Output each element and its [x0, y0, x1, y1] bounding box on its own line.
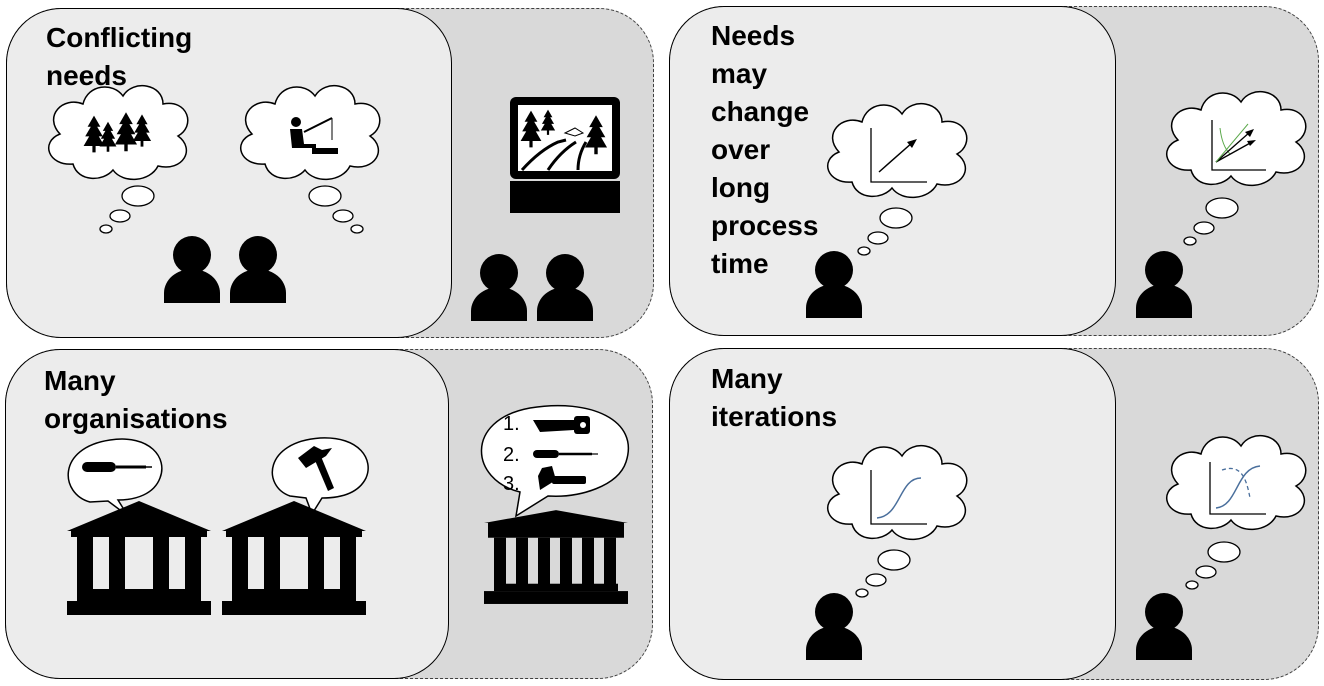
tool-list-number-2: 2. — [503, 444, 520, 466]
speech-bubble-tool-list — [480, 404, 629, 518]
organisation-building-icon — [484, 510, 628, 604]
thought-cloud-diverging-trends — [1165, 90, 1307, 187]
thought-cloud-s-curve — [826, 444, 968, 541]
thought-cloud-fishing — [239, 84, 381, 181]
panel-title: Many organisations — [44, 365, 228, 434]
panel-title: Many iterations — [711, 363, 838, 432]
saw-icon — [533, 416, 590, 434]
screwdriver-icon — [82, 462, 152, 472]
tool-list-number-1: 1. — [503, 413, 520, 435]
thought-cloud-trend — [826, 102, 968, 199]
panel-title: Needs may change over long process time — [711, 20, 819, 279]
hammer-icon — [538, 466, 586, 490]
thought-bubbles — [1185, 541, 1241, 590]
screwdriver-icon — [533, 450, 598, 458]
panel-title: Conflicting needs — [46, 22, 193, 91]
thought-cloud-s-curves — [1165, 434, 1307, 531]
thought-bubbles — [855, 549, 911, 598]
speech-bubble-screwdriver — [67, 438, 163, 517]
monitor-landscape-icon — [510, 97, 620, 213]
hammer-icon — [298, 446, 334, 491]
tool-list-number-3: 3. — [503, 473, 520, 495]
speech-bubble-hammer — [271, 437, 369, 516]
person-icon — [806, 593, 862, 660]
person-icon — [1136, 593, 1192, 660]
inner-panel — [5, 349, 449, 679]
fishing-person-icon — [290, 117, 338, 154]
